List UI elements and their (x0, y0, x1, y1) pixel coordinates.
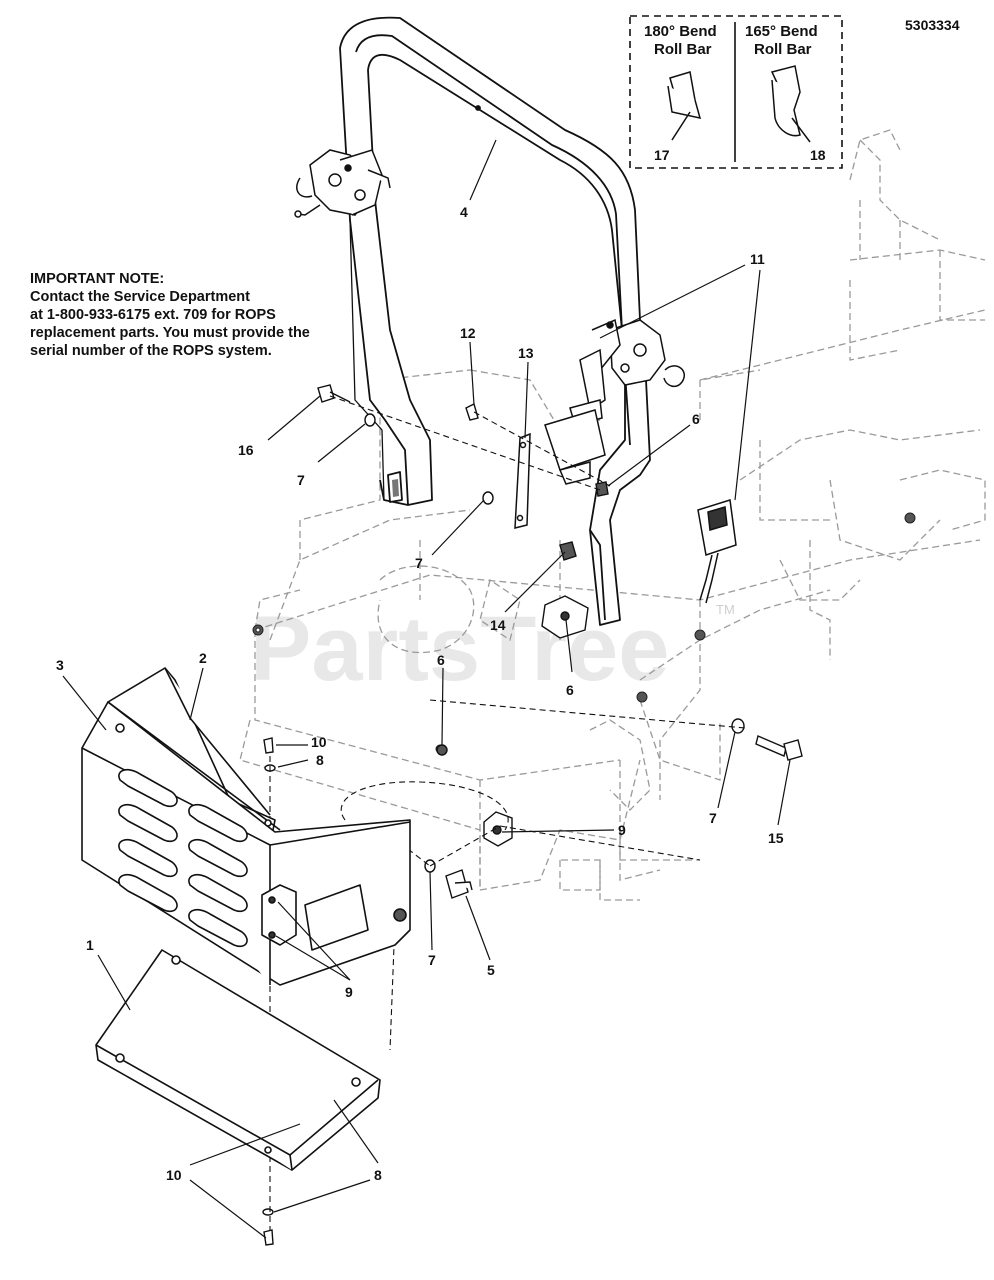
frame-bolts (252, 512, 916, 754)
callouts: 4 11 12 13 16 7 6 7 14 6 6 3 2 10 8 7 15… (56, 204, 784, 1183)
callout-16: 16 (238, 442, 254, 458)
callout-18: 18 (810, 147, 826, 163)
watermark-tm: TM (716, 602, 735, 617)
important-note: IMPORTANT NOTE: Contact the Service Depa… (30, 270, 360, 360)
important-note-line-1: Contact the Service Department (30, 289, 250, 305)
callout-12: 12 (460, 325, 476, 341)
inset-right-line1: 165° Bend (745, 23, 818, 40)
callout-15: 15 (768, 830, 784, 846)
callout-10-b: 10 (166, 1167, 182, 1183)
seat-belt-latch (697, 499, 737, 604)
callout-4: 4 (460, 204, 468, 220)
bolt-line-hardware (262, 384, 803, 1246)
callout-5: 5 (487, 962, 495, 978)
callout-14: 14 (490, 617, 506, 633)
inset-left-line1: 180° Bend (644, 23, 717, 40)
inset-box: 180° Bend Roll Bar 165° Bend Roll Bar 17… (629, 15, 843, 169)
callout-8-a: 8 (316, 752, 324, 768)
roll-bar (339, 16, 651, 626)
bend-165-icon (770, 65, 811, 143)
callout-1: 1 (86, 937, 94, 953)
bottom-plate (95, 949, 381, 1171)
callout-7-d: 7 (428, 952, 436, 968)
callout-7-c: 7 (709, 810, 717, 826)
callout-7-b: 7 (415, 555, 423, 571)
callout-17: 17 (654, 147, 670, 163)
bend-180-icon (667, 71, 702, 141)
inset-left-line2: Roll Bar (654, 41, 712, 58)
callout-6-b: 6 (566, 682, 574, 698)
callout-8-b: 8 (374, 1167, 382, 1183)
important-note-line-4: serial number of the ROPS system. (30, 343, 272, 359)
left-pivot-bracket (294, 149, 391, 218)
callout-13: 13 (518, 345, 534, 361)
callout-9-a: 9 (618, 822, 626, 838)
callout-2: 2 (199, 650, 207, 666)
callout-9-b: 9 (345, 984, 353, 1000)
important-note-heading: IMPORTANT NOTE: (30, 271, 165, 287)
document-id: 5303334 (905, 17, 960, 33)
inset-right-line2: Roll Bar (754, 41, 812, 58)
leader-lines (62, 139, 791, 1239)
rear-guard (81, 667, 411, 986)
important-note-line-3: replacement parts. You must provide the (30, 325, 310, 341)
callout-6-c: 6 (437, 652, 445, 668)
callout-7-a: 7 (297, 472, 305, 488)
important-note-line-2: at 1-800-933-6175 ext. 709 for ROPS (30, 307, 276, 323)
right-pivot-bracket (591, 318, 685, 388)
seat-belt-buckle (514, 348, 606, 529)
callout-10-a: 10 (311, 734, 327, 750)
callout-3: 3 (56, 657, 64, 673)
callout-6-a: 6 (692, 411, 700, 427)
callout-11: 11 (750, 251, 765, 267)
